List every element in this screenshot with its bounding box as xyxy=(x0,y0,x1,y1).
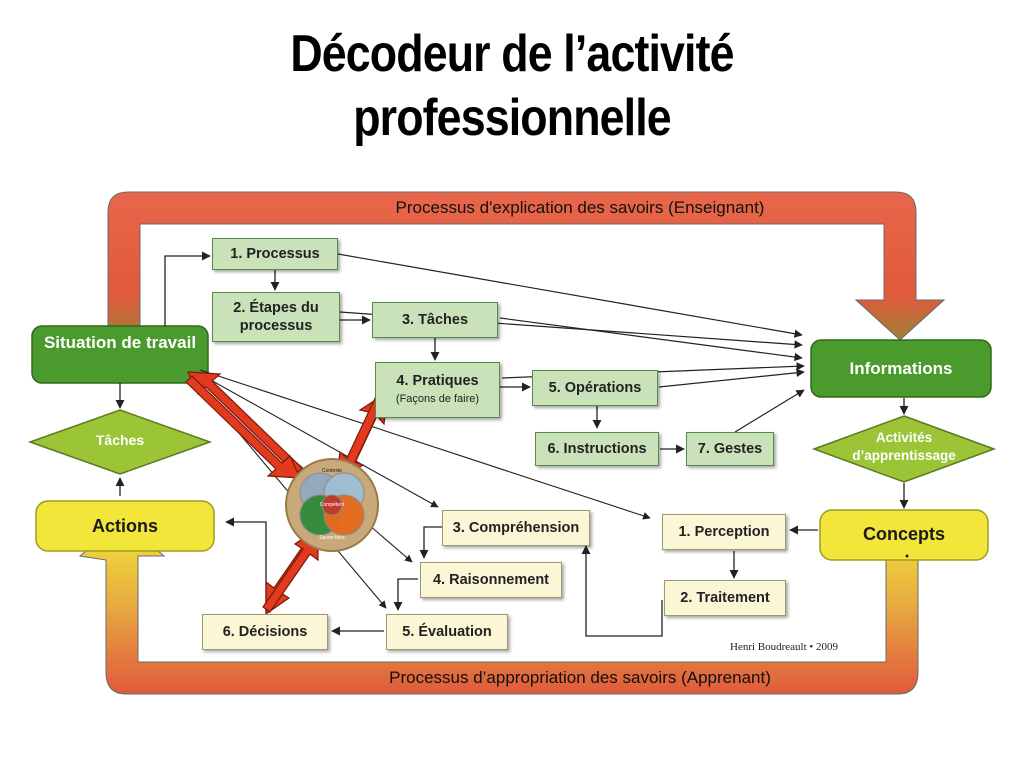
activites-diamond: Activités d’apprentissage xyxy=(852,430,956,463)
step-perception: 1. Perception xyxy=(662,514,786,550)
step-pratiques-label: 4. Pratiques xyxy=(396,373,479,389)
step-comprehension: 3. Compréhension xyxy=(442,510,590,546)
taches-diamond: Tâches xyxy=(95,432,145,448)
step-gestes: 7. Gestes xyxy=(686,432,774,466)
concepts-node: Concepts xyxy=(862,524,945,544)
activites-diamond-shape xyxy=(811,415,997,483)
step-pratiques: 4. Pratiques (Façons de faire) xyxy=(375,362,500,418)
red-arrow-situation xyxy=(185,371,303,479)
title-line-2: professionnelle xyxy=(353,89,671,147)
informations-node-shape xyxy=(810,339,992,398)
venn-top-label: Contexte xyxy=(321,468,342,474)
actions-node: Actions xyxy=(91,516,158,536)
step-processus: 1. Processus xyxy=(212,238,338,270)
venn-center-label: Compétent xyxy=(319,502,345,508)
top-band xyxy=(107,191,946,384)
bottom-band-label: Processus d’appropriation des savoirs (A… xyxy=(389,668,771,687)
center-venn xyxy=(285,458,379,552)
step-operations: 5. Opérations xyxy=(532,370,658,406)
bottom-band xyxy=(78,519,919,695)
step-evaluation: 5. Évaluation xyxy=(386,614,508,650)
page-title: Décodeur de l’activité professionnelle xyxy=(72,22,953,150)
step-instructions: 6. Instructions xyxy=(535,432,659,466)
step-pratiques-sub: (Façons de faire) xyxy=(395,393,480,405)
step-etapes: 2. Étapes du processus xyxy=(212,292,340,342)
actions-node-shape xyxy=(35,500,215,552)
step-traitement: 2. Traitement xyxy=(664,580,786,616)
situation-node: Situation de travail xyxy=(43,333,197,352)
top-band-label: Processus d'explication des savoirs (Ens… xyxy=(395,198,765,217)
credit: Henri Boudreault • 2009 xyxy=(730,641,839,653)
step-raisonnement: 4. Raisonnement xyxy=(420,562,562,598)
taches-diamond-shape xyxy=(27,409,213,475)
venn-bottom-label: Savoir-faire xyxy=(319,535,345,541)
title-line-1: Décodeur de l’activité xyxy=(290,25,734,83)
step-decisions: 6. Décisions xyxy=(202,614,328,650)
informations-node: Informations xyxy=(849,359,953,378)
concepts-node-shape xyxy=(819,509,989,561)
step-taches: 3. Tâches xyxy=(372,302,498,338)
